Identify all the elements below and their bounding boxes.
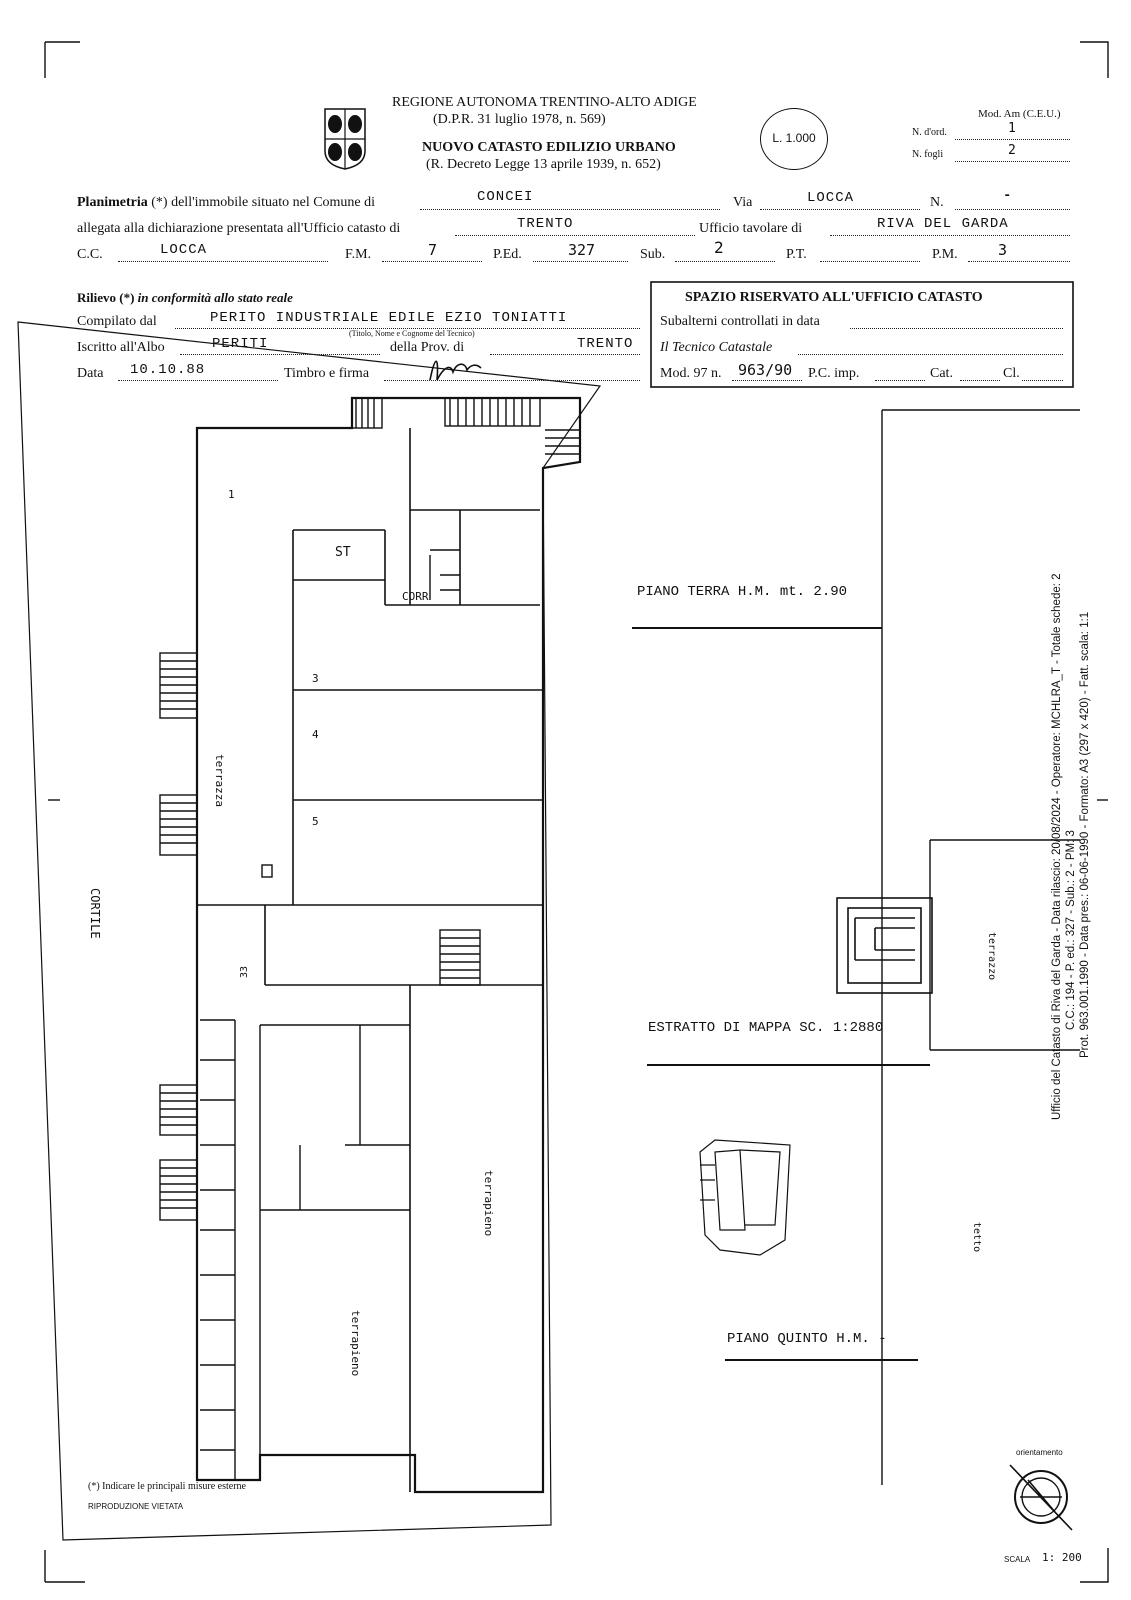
cat-label: Cat. <box>930 366 953 381</box>
scala-value: 1: 200 <box>1042 1551 1082 1564</box>
compass-icon <box>1009 1464 1073 1531</box>
rilievo-title-bold: Rilievo (*) <box>77 290 135 305</box>
tecnico-label: Il Tecnico Catastale <box>660 340 773 355</box>
pt-label: P.T. <box>786 247 807 262</box>
cc-value: LOCCA <box>160 242 208 258</box>
room-number-4: 4 <box>312 728 319 741</box>
data-label: Data <box>77 366 104 381</box>
site-boundary <box>17 321 602 1541</box>
compilato-value: PERITO INDUSTRIALE EDILE EZIO TONIATTI <box>210 310 568 326</box>
cc-label: C.C. <box>77 247 103 262</box>
prov-value: TRENTO <box>577 336 634 352</box>
nfogli-label: N. fogli <box>912 149 944 160</box>
planimetria-text: (*) dell'immobile situato nel Comune di <box>147 195 376 210</box>
spazio-title: SPAZIO RISERVATO ALL'UFFICIO CATASTO <box>685 290 983 305</box>
ped-label: P.Ed. <box>493 247 522 262</box>
stamp-value: L. 1.000 <box>772 131 816 145</box>
st-label: ST <box>335 545 351 560</box>
rilievo-title: Rilievo (*) in conformità allo stato rea… <box>77 290 293 306</box>
stairs-left <box>159 652 198 1221</box>
terrapieno-label-2: terrapieno <box>349 1310 362 1377</box>
planimetria-label: Planimetria <box>77 195 148 210</box>
terrapieno-label-1: terrapieno <box>482 1170 495 1237</box>
crop-mark <box>1080 41 1109 78</box>
crop-mark <box>44 1550 85 1583</box>
side-info-line-1: Ufficio del Catasto di Riva del Garda - … <box>1051 573 1063 1120</box>
comune-value: CONCEI <box>477 189 534 205</box>
cortile-label: CORTILE <box>88 888 102 939</box>
mod-label: Mod. Am (C.E.U.) <box>978 108 1061 120</box>
compilato-label: Compilato dal <box>77 314 157 329</box>
sub-label: Sub. <box>640 247 666 262</box>
pm-value: 3 <box>998 241 1008 259</box>
via-value: LOCCA <box>807 190 855 206</box>
room-number-1: 1 <box>228 488 235 501</box>
data-value: 10.10.88 <box>130 362 206 378</box>
fm-label: F.M. <box>345 247 372 262</box>
coat-of-arms-icon <box>324 108 366 170</box>
titolo-note: (Titolo, Nome e Cognome del Tecnico) <box>349 329 475 338</box>
n-value: - <box>1003 188 1013 204</box>
crop-mark <box>44 41 80 78</box>
rilievo-title-italic: in conformità allo stato reale <box>134 290 293 305</box>
scala-label: SCALA <box>1004 1555 1031 1564</box>
albo-value: PERITI <box>212 336 269 352</box>
timbro-label: Timbro e firma <box>284 366 370 381</box>
nord-label: N. d'ord. <box>912 127 947 138</box>
revenue-stamp: L. 1.000 <box>760 108 828 170</box>
office-box-border <box>650 281 1074 388</box>
planimetria-row: Planimetria (*) dell'immobile situato ne… <box>77 195 375 211</box>
via-label: Via <box>733 195 753 210</box>
stairs-mid <box>439 929 481 986</box>
signature-icon <box>429 360 482 381</box>
pc-label: P.C. imp. <box>808 366 860 381</box>
piano-quinto-label: PIANO QUINTO H.M. - <box>727 1331 887 1347</box>
terrazzo-label: terrazzo <box>986 932 997 981</box>
terrazza-label: terrazza <box>213 754 226 807</box>
mod97-value: 963/90 <box>738 361 793 379</box>
pm-label: P.M. <box>932 247 958 262</box>
fm-value: 7 <box>428 241 438 259</box>
dpr-text: (D.P.R. 31 luglio 1978, n. 569) <box>433 112 606 127</box>
n-label: N. <box>930 195 944 210</box>
prov-label: della Prov. di <box>390 340 465 355</box>
iscritto-label: Iscritto all'Albo <box>77 340 165 355</box>
room-number-5: 5 <box>312 815 319 828</box>
orientamento-label: orientamento <box>1016 1448 1063 1457</box>
tavolare-value: RIVA DEL GARDA <box>877 216 1009 232</box>
allegata-label: allegata alla dichiarazione presentata a… <box>77 221 401 236</box>
side-info-line-2: C.C.: 194 - P. ed.: 327 - Sub.: 2 - PM: … <box>1065 830 1077 1030</box>
ped-value: 327 <box>568 241 596 259</box>
map-extract <box>699 1139 791 1256</box>
decreto-text: (R. Decreto Legge 13 aprile 1939, n. 652… <box>426 157 661 172</box>
subalterni-label: Subalterni controllati in data <box>660 314 820 329</box>
nord-value: 1 <box>1008 121 1016 136</box>
building-outline <box>195 396 582 1494</box>
catasto-title: NUOVO CATASTO EDILIZIO URBANO <box>422 140 676 155</box>
footer-note: (*) Indicare le principali misure estern… <box>88 1481 246 1492</box>
riproduzione-text: RIPRODUZIONE VIETATA <box>88 1502 184 1511</box>
tetto-label: tetto <box>971 1222 982 1253</box>
crop-mark <box>1080 1548 1109 1583</box>
ufficio-catasto-value: TRENTO <box>517 216 574 232</box>
piano-terra-label: PIANO TERRA H.M. mt. 2.90 <box>637 584 848 600</box>
mod97-label: Mod. 97 n. <box>660 366 722 381</box>
upper-floor-outline <box>881 409 1080 1485</box>
sub-value: 2 <box>714 238 724 257</box>
stairwell-right <box>836 897 933 994</box>
side-info-line-3: Prot. 963.001.1990 - Data pres.: 06-06-1… <box>1079 611 1091 1058</box>
nfogli-value: 2 <box>1008 143 1016 158</box>
region-title: REGIONE AUTONOMA TRENTINO-ALTO ADIGE <box>392 95 697 110</box>
tavolare-label: Ufficio tavolare di <box>699 221 803 236</box>
corr-label: CORR <box>402 590 429 603</box>
estratto-label: ESTRATTO DI MAPPA SC. 1:2880 <box>648 1020 884 1036</box>
room-number-33: 33 <box>239 965 250 978</box>
room-number-3: 3 <box>312 672 319 685</box>
stairs-top <box>351 397 580 455</box>
cl-label: Cl. <box>1003 366 1020 381</box>
